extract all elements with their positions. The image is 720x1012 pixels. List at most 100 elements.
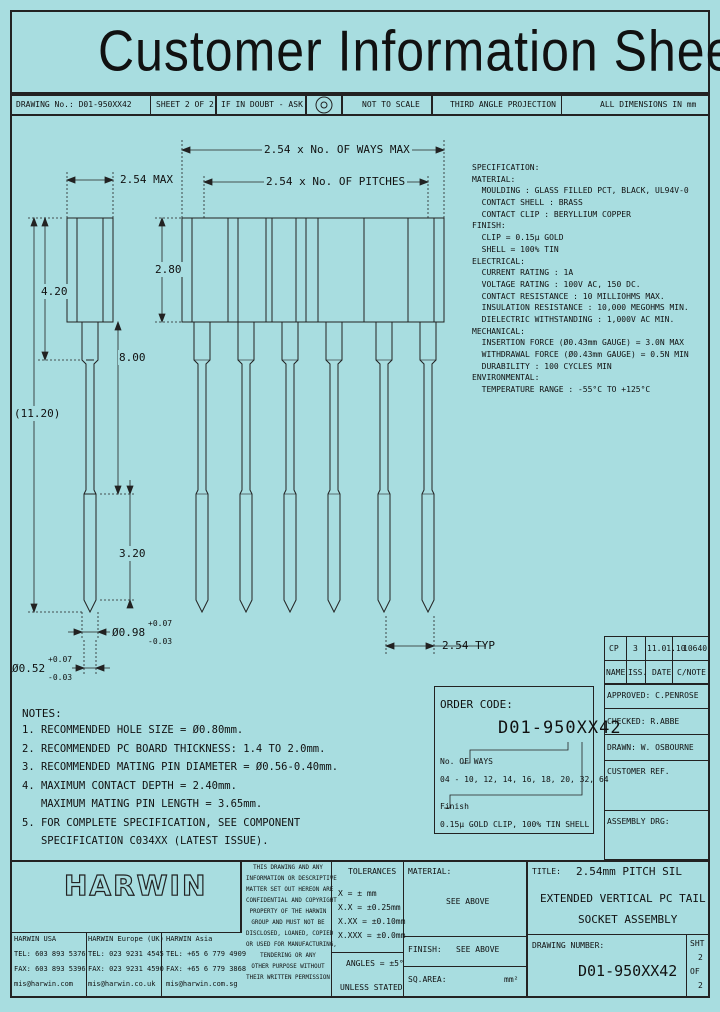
note-item: 2. RECOMMENDED PC BOARD THICKNESS: 1.4 T… bbox=[22, 742, 326, 755]
revision-header-name: NAME bbox=[606, 668, 626, 677]
drawing-no-label: DRAWING No.: D01-950XX42 bbox=[16, 100, 132, 109]
material-value: SEE ABOVE bbox=[446, 897, 490, 906]
sheet-sht-value: 2 bbox=[698, 953, 703, 962]
tolerance-line: X.X = ±0.25mm bbox=[338, 903, 401, 912]
order-ways-list: 04 - 10, 12, 14, 16, 18, 20, 32, 64 bbox=[440, 775, 609, 784]
tolerance-line: X.XX = ±0.10mm bbox=[338, 917, 406, 926]
contact-email: mis@harwin.co.uk bbox=[88, 980, 156, 988]
revision-name: CP bbox=[609, 644, 619, 653]
copyright-line: THIS DRAWING AND ANY bbox=[253, 865, 323, 871]
notes-block: NOTES: 1. RECOMMENDED HOLE SIZE = Ø0.80m… bbox=[22, 708, 338, 855]
dim-dia2-label: Ø0.52 bbox=[12, 662, 46, 675]
spec-line: SPECIFICATION: bbox=[472, 163, 540, 172]
title-line-1: 2.54mm PITCH SIL bbox=[576, 865, 682, 878]
tolerance-line: X = ± mm bbox=[338, 889, 377, 898]
revision-cnote: 10640 bbox=[683, 644, 708, 653]
harwin-logo: HARWIN bbox=[63, 869, 208, 902]
scale-label: NOT TO SCALE bbox=[362, 100, 420, 109]
contact-tel: TEL: 603 893 5376 bbox=[14, 950, 86, 958]
spec-line: MATERIAL: bbox=[472, 174, 516, 184]
drawing-number-value: D01-950XX42 bbox=[578, 962, 678, 980]
projection-label: THIRD ANGLE PROJECTION bbox=[450, 100, 556, 109]
tolerance-unless: UNLESS STATED bbox=[340, 983, 403, 992]
sheet-label: SHEET 2 OF 2 bbox=[156, 100, 214, 109]
title-line-2: EXTENDED VERTICAL PC TAIL bbox=[540, 892, 706, 905]
contact-fax: FAX: 023 9231 4590 bbox=[88, 965, 164, 973]
copyright-line: TENDERING OR ANY bbox=[260, 953, 316, 959]
units-label: ALL DIMENSIONS IN mm bbox=[600, 100, 697, 109]
spec-line: DIELECTRIC WITHSTANDING : 1,000V AC MIN. bbox=[472, 314, 675, 324]
spec-line: ELECTRICAL: bbox=[472, 256, 525, 266]
checked-by: CHECKED: R.ABBE bbox=[607, 717, 680, 726]
order-finish-label: Finish bbox=[440, 802, 469, 811]
revision-date: 11.01.10 bbox=[647, 644, 686, 653]
note-item: MAXIMUM MATING PIN LENGTH = 3.65mm. bbox=[22, 798, 263, 810]
dim-dia1-plus: +0.07 bbox=[148, 619, 173, 628]
sheet-of-label: OF bbox=[690, 967, 700, 976]
spec-line: ENVIRONMENTAL: bbox=[472, 373, 540, 383]
title-label: TITLE: bbox=[532, 867, 561, 876]
dim-dia1-minus: -0.03 bbox=[148, 637, 173, 646]
customer-ref: CUSTOMER REF. bbox=[607, 767, 670, 776]
dim-overall-label: 2.54 x No. OF WAYS MAX bbox=[262, 143, 412, 156]
spec-line: MOULDING : GLASS FILLED PCT, BLACK, UL94… bbox=[472, 186, 689, 196]
sheet-sht-label: SHT bbox=[690, 939, 705, 948]
approved-by: APPROVED: C.PENROSE bbox=[607, 691, 699, 700]
header-strip bbox=[10, 94, 710, 116]
revision-header-issue: ISS. bbox=[628, 668, 648, 677]
tolerance-line: X.XXX = ±0.0mm bbox=[338, 931, 406, 940]
note-item: 4. MAXIMUM CONTACT DEPTH = 2.40mm. bbox=[22, 779, 237, 792]
note-item: 3. RECOMMENDED MATING PIN DIAMETER = Ø0.… bbox=[22, 761, 339, 773]
contact-tel: TEL: +65 6 779 4909 bbox=[166, 950, 247, 958]
dim-dia2-plus: +0.07 bbox=[48, 655, 73, 664]
dim-mid-label: 8.00 bbox=[118, 350, 147, 365]
order-code-value: D01-950XX42 bbox=[498, 718, 622, 738]
spec-line: INSULATION RESISTANCE : 10,000 MEGOHMS M… bbox=[472, 303, 689, 313]
dim-typ-label: 2.54 TYP bbox=[442, 639, 495, 652]
spec-line: CONTACT SHELL : BRASS bbox=[472, 198, 583, 208]
copyright-line: OTHER PURPOSE WITHOUT bbox=[251, 964, 325, 970]
spec-line: WITHDRAWAL FORCE (Ø0.43mm GAUGE) = 0.5N … bbox=[472, 350, 689, 359]
contact-fax: FAX: 603 893 5396 bbox=[14, 965, 86, 973]
copyright-line: PROPERTY OF THE HARWIN bbox=[249, 909, 327, 915]
order-finish-desc: 0.15µ GOLD CLIP, 100% TIN SHELL bbox=[440, 820, 590, 829]
order-ways-label: No. OF WAYS bbox=[440, 757, 493, 766]
sq-area-unit: mm² bbox=[504, 975, 519, 984]
tolerance-angles: ANGLES = ±5° bbox=[346, 959, 404, 968]
copyright-line: OR USED FOR MANUFACTURING, bbox=[246, 942, 337, 948]
spec-line: VOLTAGE RATING : 100V AC, 150 DC. bbox=[472, 279, 641, 289]
dim-upper-label: 4.20 bbox=[40, 284, 69, 299]
copyright-line: DISCLOSED, LOANED, COPIED bbox=[246, 931, 334, 937]
spec-line: CLIP = 0.15µ GOLD bbox=[472, 233, 564, 243]
dim-dia1-label: Ø0.98 bbox=[112, 626, 146, 639]
contact-email: mis@harwin.com bbox=[14, 980, 74, 988]
title-box bbox=[10, 10, 710, 94]
sheet-of-value: 2 bbox=[698, 981, 703, 990]
footer-block bbox=[10, 860, 710, 998]
note-item: 5. FOR COMPLETE SPECIFICATION, SEE COMPO… bbox=[22, 816, 301, 829]
order-code-label: ORDER CODE: bbox=[440, 698, 513, 711]
if-in-doubt-label: IF IN DOUBT - ASK bbox=[221, 100, 303, 109]
contact-name: HARWIN USA bbox=[14, 935, 57, 943]
spec-line: SHELL = 100% TIN bbox=[472, 244, 559, 254]
title-line-3: SOCKET ASSEMBLY bbox=[578, 913, 678, 926]
page-title: Customer Information Sheet bbox=[98, 18, 720, 83]
revision-header-cnote: C/NOTE bbox=[677, 668, 706, 677]
contact-tel: TEL: 023 9231 4545 bbox=[88, 950, 164, 958]
contact-name: HARWIN Asia bbox=[166, 935, 213, 943]
contact-email: mis@harwin.com.sg bbox=[166, 980, 238, 988]
finish-label: FINISH: bbox=[408, 945, 442, 954]
note-item: SPECIFICATION C034XX (LATEST ISSUE). bbox=[22, 835, 269, 847]
notes-heading: NOTES: bbox=[22, 707, 62, 720]
spec-line: MECHANICAL: bbox=[472, 326, 525, 336]
approvals-block bbox=[604, 684, 710, 860]
copyright-line: THEIR WRITTEN PERMISSION bbox=[246, 975, 330, 981]
spec-line: CURRENT RATING : 1A bbox=[472, 268, 574, 278]
specification-block: SPECIFICATION: MATERIAL: MOULDING : GLASS… bbox=[472, 164, 708, 398]
dim-tail-label: 3.20 bbox=[118, 546, 147, 561]
copyright-line: CONFIDENTIAL AND COPYRIGHT bbox=[246, 898, 337, 904]
note-item: 1. RECOMMENDED HOLE SIZE = Ø0.80mm. bbox=[22, 724, 244, 736]
